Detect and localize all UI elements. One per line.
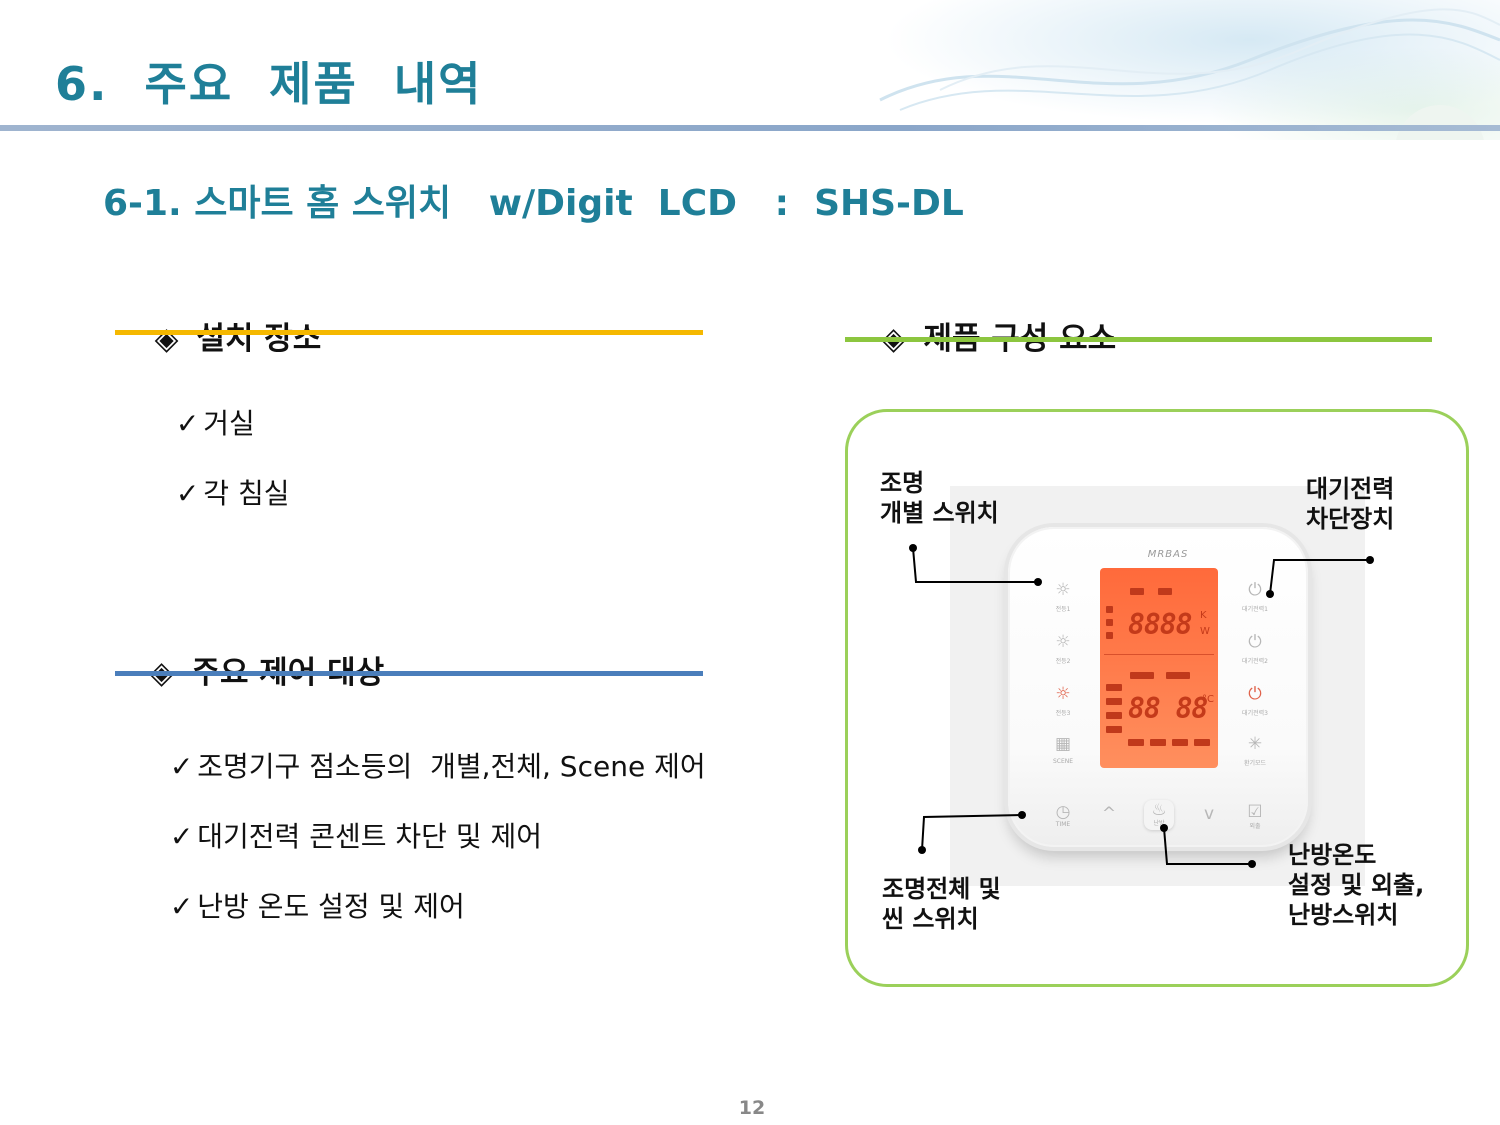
components-underline: [845, 337, 1432, 342]
check-icon: ✓: [169, 890, 194, 923]
away-check-icon[interactable]: ☑: [1247, 802, 1263, 822]
standby3-plug-icon[interactable]: ⏻: [1248, 684, 1262, 704]
callout-light-individual-switch: 조명 개별 스위치: [880, 469, 999, 527]
install-item: ✓각 침실: [175, 477, 290, 510]
light3-button-icon[interactable]: ☼: [1055, 684, 1071, 704]
callout-standby-power-cutoff: 대기전력 차단장치: [1306, 475, 1395, 533]
control-item: ✓난방 온도 설정 및 제어: [169, 890, 465, 923]
header-background: [0, 0, 1500, 140]
page-number: 12: [738, 1097, 766, 1119]
check-icon: ✓: [169, 750, 194, 783]
check-icon: ✓: [169, 820, 194, 853]
control-item: ✓대기전력 콘센트 차단 및 제어: [169, 820, 543, 853]
callout-light-all-scene-switch: 조명전체 및 씬 스위치: [882, 875, 1001, 933]
install-location-underline: [115, 330, 703, 335]
time-clock-icon[interactable]: ◷: [1055, 802, 1071, 822]
ventilation-mode-icon[interactable]: ✳: [1247, 734, 1263, 754]
power-reading: 8888: [1128, 608, 1192, 641]
install-item: ✓거실: [175, 407, 255, 440]
check-icon: ✓: [175, 407, 200, 440]
heating-button[interactable]: ♨: [1144, 800, 1174, 830]
install-location-heading: ◈설치 장소: [133, 277, 322, 358]
page-title: 6. 주요 제품 내역: [55, 57, 483, 111]
standby2-plug-icon[interactable]: ⏻: [1248, 632, 1262, 652]
check-icon: ✓: [175, 477, 200, 510]
temperature-reading: 88 88: [1128, 692, 1208, 725]
wave-decoration: [879, 8, 1500, 140]
header-divider: [0, 125, 1500, 131]
device-brand-logo: MRBAS: [1147, 549, 1189, 560]
scene-button-icon[interactable]: ▦: [1054, 734, 1072, 754]
lcd-display: 8888 K W 88 88 °C: [1100, 568, 1218, 768]
section-subtitle: 6-1. 스마트 홈 스위치 w/Digit LCD : SHS-DL: [103, 183, 964, 224]
callout-heating-switch: 난방온도 설정 및 외출, 난방스위치: [1288, 841, 1425, 929]
standby1-plug-icon[interactable]: ⏻: [1248, 580, 1262, 600]
control-targets-underline: [115, 671, 703, 676]
control-item: ✓조명기구 점소등의 개별,전체, Scene 제어: [169, 750, 706, 783]
up-arrow-icon[interactable]: ^: [1101, 804, 1117, 824]
install-location-heading-text: 설치 장소: [196, 321, 322, 357]
down-arrow-icon[interactable]: v: [1203, 804, 1215, 824]
light1-button-icon[interactable]: ☼: [1055, 580, 1071, 600]
light2-button-icon[interactable]: ☼: [1055, 632, 1071, 652]
